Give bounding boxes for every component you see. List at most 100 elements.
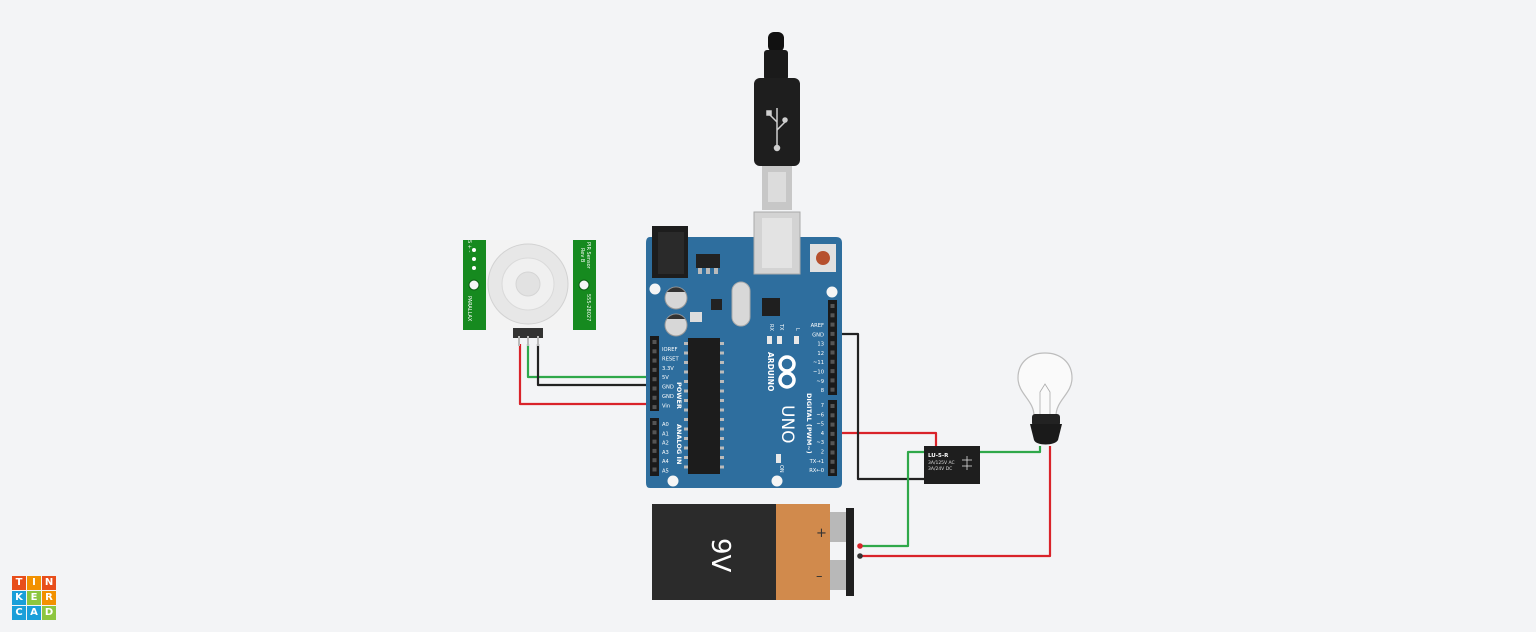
chip-pin xyxy=(684,408,688,412)
pir-sensor[interactable]: PARALLAX S + - PIR Sensor Rev B 555-2802… xyxy=(463,240,596,346)
header-socket xyxy=(830,304,835,308)
chip-pin xyxy=(720,427,724,431)
usb-cable[interactable] xyxy=(754,32,800,210)
header-socket xyxy=(830,469,835,474)
pin-label: ~11 xyxy=(813,360,824,366)
pin-label: RESET xyxy=(662,356,679,362)
pin-label: 12 xyxy=(817,351,824,357)
arduino-uno[interactable]: RX TX L ARDUINO UNO ON IOREFRESET3.3V5VG… xyxy=(646,211,842,488)
header-socket xyxy=(830,378,835,383)
logo-letter: C xyxy=(12,606,26,620)
pir-header xyxy=(513,328,543,338)
power-header[interactable] xyxy=(650,336,659,411)
chip-pin xyxy=(684,380,688,383)
pin-label: 8 xyxy=(821,388,824,394)
chip-pin xyxy=(720,465,724,469)
battery-9v[interactable]: 9V + – xyxy=(652,504,863,600)
header-socket xyxy=(830,369,835,374)
chip-pin xyxy=(720,399,724,402)
battery-minus: – xyxy=(816,569,823,584)
pin-label: 2 xyxy=(821,450,824,456)
header-socket xyxy=(830,341,835,346)
chip-pin xyxy=(684,427,688,431)
atmega-chip xyxy=(688,338,720,474)
pin-label: 7 xyxy=(821,403,824,409)
header-socket xyxy=(830,350,835,355)
wire-black-gnd-to-relay[interactable] xyxy=(834,332,924,481)
capacitor-2 xyxy=(664,313,688,337)
wire-green-battery-to-relay[interactable] xyxy=(858,450,924,548)
header-socket xyxy=(652,430,657,435)
pin-label: GND xyxy=(662,385,674,391)
pir-mount-hole-left xyxy=(468,279,480,291)
small-chip xyxy=(711,299,722,310)
light-bulb[interactable] xyxy=(1017,352,1073,445)
pin-label: RX←0 xyxy=(809,468,824,474)
chip-pin xyxy=(684,399,688,402)
wire-green-pir-to-5v[interactable] xyxy=(526,344,656,379)
pir-rev-label: Rev B xyxy=(579,248,585,263)
on-led-label: ON xyxy=(778,465,784,473)
analog-section-label: ANALOG IN xyxy=(675,424,683,464)
chip-pin xyxy=(720,389,724,393)
chip-pin xyxy=(684,465,688,469)
chip-pin xyxy=(684,418,688,421)
relay-rating-ac: 3A/125V AC xyxy=(928,460,955,466)
battery-label: 9V xyxy=(705,538,735,573)
pin-label: 5V xyxy=(662,375,669,381)
header-socket xyxy=(652,349,657,354)
analog-header[interactable] xyxy=(650,418,659,476)
usb-cable-end xyxy=(768,32,784,52)
chip-pin xyxy=(684,446,688,450)
l-led-label: L xyxy=(794,328,800,331)
mount-hole xyxy=(771,475,783,487)
pin-label: ~5 xyxy=(816,422,824,428)
relay[interactable]: LU-5-R 3A/125V AC 3A/24V DC xyxy=(924,446,980,484)
usb-chip xyxy=(762,298,780,316)
chip-pin xyxy=(720,456,724,459)
pin-label: A1 xyxy=(662,431,669,437)
chip-pin xyxy=(684,370,688,374)
header-socket xyxy=(652,386,657,391)
pin-label: ~10 xyxy=(813,370,824,376)
wire-black-pir-to-gnd[interactable] xyxy=(536,344,656,387)
digital-section-label: DIGITAL (PWM~) xyxy=(805,393,813,454)
wire-red-battery-to-bulb[interactable] xyxy=(858,446,1052,558)
chip-pin xyxy=(720,418,724,421)
pin-label: 3.3V xyxy=(662,366,674,372)
header-pins xyxy=(652,304,835,474)
header-socket xyxy=(830,331,835,336)
digital-header-top[interactable] xyxy=(828,300,837,395)
pin-label: IOREF xyxy=(662,347,677,353)
usb-icon xyxy=(766,108,788,152)
logo-letter: E xyxy=(27,591,41,605)
header-socket xyxy=(830,387,835,392)
pir-title-label: PIR Sensor xyxy=(585,242,591,270)
chip-pin xyxy=(720,408,724,412)
digital-header-bottom[interactable] xyxy=(828,400,837,476)
pir-part-label: 555-28027 xyxy=(585,294,591,321)
wire-red-pin4-to-relay[interactable] xyxy=(834,431,938,447)
mount-hole xyxy=(667,475,679,487)
arduino-model: UNO xyxy=(777,405,797,444)
pin-label: Vin xyxy=(662,403,670,409)
relay-body xyxy=(924,446,980,484)
chip-pin xyxy=(720,446,724,450)
logo-letter: I xyxy=(27,576,41,590)
pin-label: 13 xyxy=(817,342,824,348)
pir-mount-hole-right xyxy=(578,279,590,291)
pin-label: ~3 xyxy=(816,440,824,446)
wire-green-relay-to-bulb[interactable] xyxy=(978,446,1042,454)
pin-label: TX→1 xyxy=(809,459,824,465)
tx-led-label: TX xyxy=(778,323,784,331)
header-socket xyxy=(652,358,657,363)
header-socket xyxy=(830,359,835,364)
header-socket xyxy=(652,405,657,410)
mount-hole xyxy=(826,286,838,298)
